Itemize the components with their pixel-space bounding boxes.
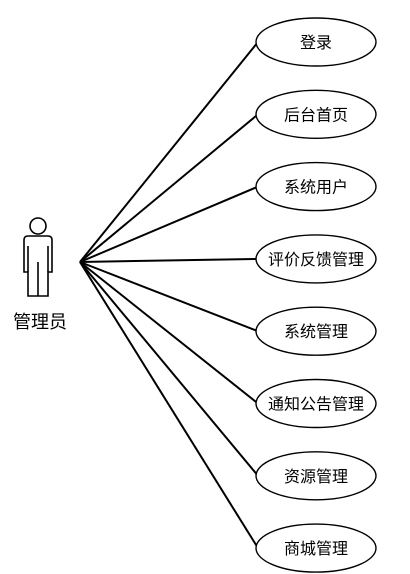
use-case-label: 通知公告管理 bbox=[268, 395, 364, 414]
use-case-node: 后台首页 bbox=[255, 89, 377, 140]
use-case-label: 商城管理 bbox=[284, 539, 348, 558]
use-case-node: 评价反馈管理 bbox=[255, 234, 377, 284]
use-case-ellipse bbox=[255, 523, 377, 573]
use-case-label: 系统管理 bbox=[284, 322, 348, 341]
use-case-node: 商城管理 bbox=[255, 523, 377, 573]
use-case-ellipse bbox=[255, 161, 377, 212]
use-case-label: 评价反馈管理 bbox=[268, 250, 364, 269]
use-case-node: 系统管理 bbox=[255, 306, 377, 356]
association-line bbox=[79, 261, 259, 405]
use-case-node: 系统用户 bbox=[255, 161, 377, 212]
use-case-ellipse bbox=[255, 234, 377, 284]
use-case-ellipse bbox=[255, 306, 377, 356]
use-case-label: 登录 bbox=[300, 33, 332, 52]
association-line bbox=[79, 185, 259, 263]
use-case-label: 后台首页 bbox=[284, 105, 348, 124]
association-line bbox=[79, 257, 259, 263]
use-case-node: 资源管理 bbox=[255, 451, 377, 501]
use-case-node: 通知公告管理 bbox=[255, 378, 377, 429]
stick-figure-actor-icon bbox=[23, 217, 53, 297]
use-case-ellipse bbox=[255, 451, 377, 501]
use-case-ellipse bbox=[255, 378, 377, 429]
association-line bbox=[79, 113, 259, 263]
association-line bbox=[79, 261, 259, 549]
actor-label: 管理员 bbox=[13, 312, 67, 333]
association-line bbox=[79, 41, 259, 263]
use-case-ellipse bbox=[255, 89, 377, 140]
association-line bbox=[79, 261, 259, 477]
association-line bbox=[79, 261, 259, 333]
use-case-ellipse bbox=[255, 17, 377, 67]
association-lines bbox=[79, 41, 259, 549]
use-case-label: 资源管理 bbox=[284, 467, 348, 486]
use-case-label: 系统用户 bbox=[284, 178, 348, 197]
use-case-node: 登录 bbox=[255, 17, 377, 67]
actor: 管理员 bbox=[13, 217, 67, 333]
